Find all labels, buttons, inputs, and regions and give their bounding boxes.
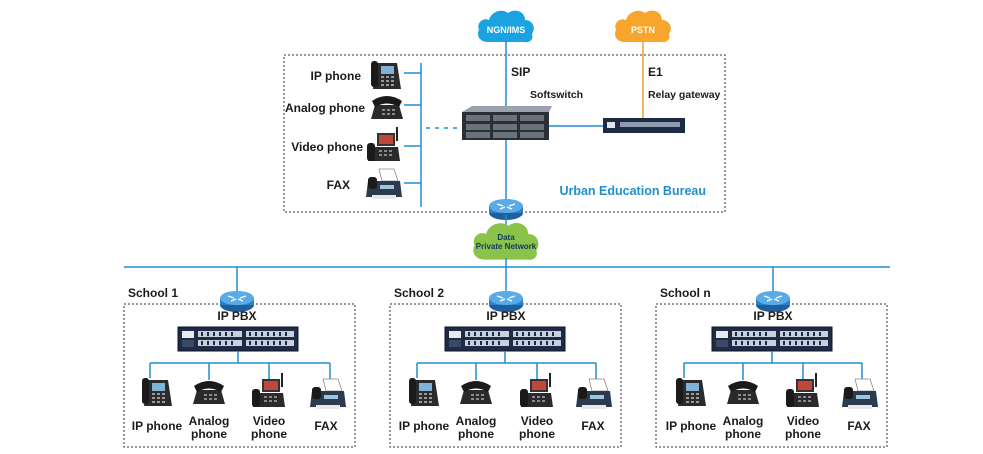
softswitch-server [462,106,552,140]
school-n-video-label-1: Video [787,414,819,428]
ngn-ims-label: NGN/IMS [487,25,526,35]
school-2-analog-label-2: phone [458,427,494,441]
school-2-ip-phone-icon [409,378,439,406]
school-1-name: School 1 [128,286,178,300]
school-1-fax-icon [309,378,347,410]
school-n-fax-label: FAX [847,419,870,433]
school-1-ip-phone-label: IP phone [132,419,183,433]
bureau-box [283,54,726,213]
school-2-video-label-1: Video [521,414,553,428]
school-n-analog-label-1: Analog [723,414,764,428]
bureau-video-phone-icon [367,127,400,161]
softswitch-label: Softswitch [530,89,583,101]
school-1-analog-label-2: phone [191,427,227,441]
bureau-analog-phone-label: Analog phone [285,101,365,115]
bureau-ip-phone-label: IP phone [311,69,362,83]
pstn-cloud: PSTN [615,10,671,43]
school-2: School 2 IP PBX IP phone Analog phone Vi… [389,286,622,448]
school-2-pbx-device [444,326,566,352]
school-1-video-label-1: Video [253,414,285,428]
sip-label: SIP [511,65,530,79]
school-2-fax-label: FAX [581,419,604,433]
bureau-links [404,40,603,207]
relay-gateway-label: Relay gateway [648,89,721,101]
school-n-ip-phone-label: IP phone [666,419,717,433]
school-2-video-label-2: phone [519,427,555,441]
school-n-video-label-2: phone [785,427,821,441]
school-n-pbx-label: IP PBX [753,309,792,323]
school-2-analog-label-1: Analog [456,414,497,428]
school-2-ip-phone-label: IP phone [399,419,450,433]
school-1-pbx-device [177,326,299,352]
school-1: School 1 IP PBX IP phone Analog phone Vi… [123,286,356,448]
bureau-fax-icon [365,168,403,200]
school-n-fax-icon [841,378,879,410]
school-n-pbx-device [711,326,833,352]
school-1-ip-phone-icon [142,378,172,406]
bureau-ip-phone-icon [371,61,401,89]
school-n-analog-phone-icon [727,381,759,404]
school-n-analog-label-2: phone [725,427,761,441]
bureau-analog-phone-icon [371,96,403,119]
bureau-title: Urban Education Bureau [559,184,706,198]
pstn-label: PSTN [631,25,655,35]
school-n-ip-phone-icon [676,378,706,406]
school-1-pbx-label: IP PBX [217,309,256,323]
ngn-ims-cloud: NGN/IMS [478,10,534,43]
data-private-network-cloud: Data Private Network [473,223,539,260]
school-2-name: School 2 [394,286,444,300]
school-n-name: School n [660,286,711,300]
school-n: School n IP PBX IP phone Analog phone Vi… [655,286,888,448]
school-1-analog-phone-icon [193,381,225,404]
school-2-pbx-label: IP PBX [486,309,525,323]
school-1-analog-label-1: Analog [189,414,230,428]
e1-label: E1 [648,65,663,79]
bureau-fax-label: FAX [327,178,350,192]
school-2-analog-phone-icon [460,381,492,404]
school-1-fax-label: FAX [314,419,337,433]
data-cloud-label-1: Data [497,233,515,242]
data-cloud-label-2: Private Network [476,242,537,251]
school-2-fax-icon [575,378,613,410]
school-1-video-label-2: phone [251,427,287,441]
relay-gateway-device [603,118,685,133]
bureau-video-phone-label: Video phone [291,140,363,154]
